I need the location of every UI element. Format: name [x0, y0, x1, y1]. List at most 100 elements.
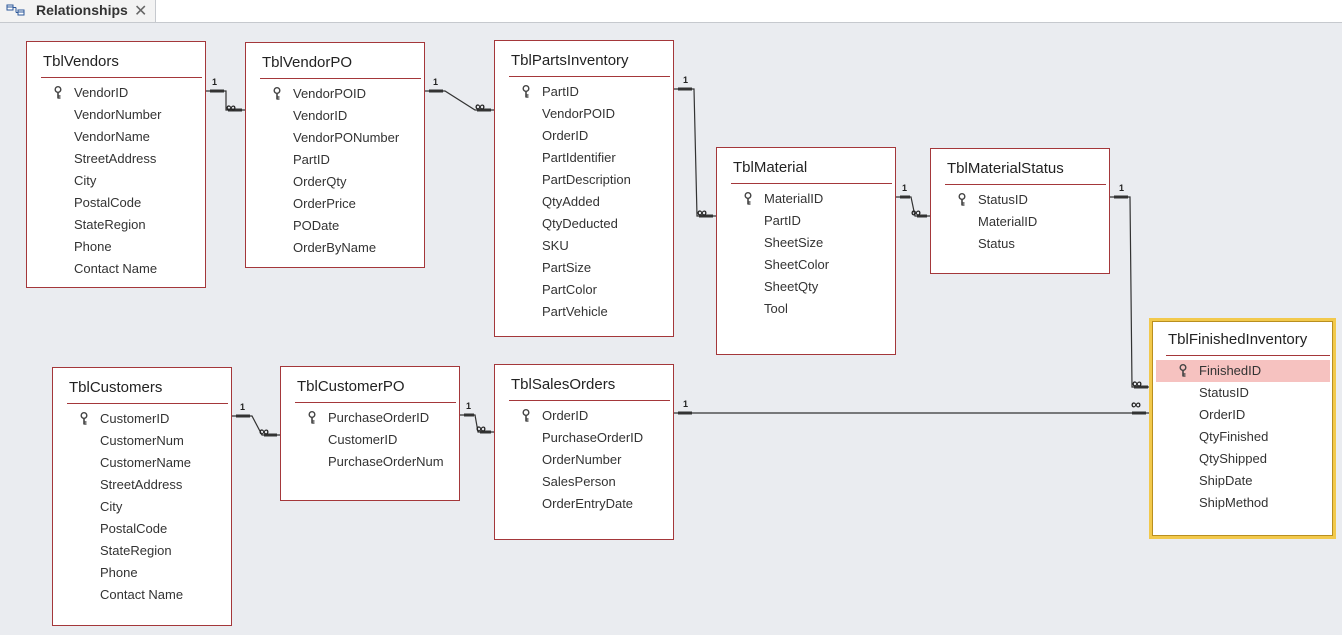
field-customernum[interactable]: CustomerNum [57, 430, 228, 452]
field-partid[interactable]: PartID [721, 210, 892, 232]
field-streetaddress[interactable]: StreetAddress [31, 148, 202, 170]
field-materialid[interactable]: MaterialID [721, 188, 892, 210]
field-city[interactable]: City [31, 170, 202, 192]
field-status[interactable]: Status [935, 233, 1106, 255]
field-statusid[interactable]: StatusID [935, 189, 1106, 211]
field-label: QtyShipped [1199, 451, 1267, 466]
field-vendorpoid[interactable]: VendorPOID [250, 83, 421, 105]
field-label: StateRegion [74, 217, 146, 232]
field-label: CustomerID [100, 411, 170, 426]
field-shipmethod[interactable]: ShipMethod [1156, 492, 1330, 514]
field-stateregion[interactable]: StateRegion [57, 540, 228, 562]
field-customerid[interactable]: CustomerID [285, 429, 456, 451]
field-partdescription[interactable]: PartDescription [499, 169, 670, 191]
field-qtydeducted[interactable]: QtyDeducted [499, 213, 670, 235]
field-vendorponumber[interactable]: VendorPONumber [250, 127, 421, 149]
field-partidentifier[interactable]: PartIdentifier [499, 147, 670, 169]
field-salesperson[interactable]: SalesPerson [499, 471, 670, 493]
field-statusid[interactable]: StatusID [1156, 382, 1330, 404]
field-shipdate[interactable]: ShipDate [1156, 470, 1330, 492]
field-sheetcolor[interactable]: SheetColor [721, 254, 892, 276]
table-title: TblMaterialStatus [947, 160, 1064, 177]
field-orderid[interactable]: OrderID [499, 125, 670, 147]
relationship-one-label: 1 [240, 402, 246, 412]
relationship-many-label: ∞ [1131, 396, 1141, 412]
table-tblpartsinventory[interactable]: TblPartsInventory PartID VendorPOID OrderI… [494, 40, 674, 337]
field-label: Phone [74, 239, 112, 254]
field-purchaseordernum[interactable]: PurchaseOrderNum [285, 451, 456, 473]
field-qtyfinished[interactable]: QtyFinished [1156, 426, 1330, 448]
relationship-line-status-finished [1110, 196, 1152, 388]
table-title: TblPartsInventory [511, 52, 629, 69]
field-label: CustomerID [328, 432, 398, 447]
field-customerid[interactable]: CustomerID [57, 408, 228, 430]
primary-key-icon [522, 85, 530, 98]
field-sheetqty[interactable]: SheetQty [721, 276, 892, 298]
field-finishedid[interactable]: FinishedID [1156, 360, 1330, 382]
field-qtyshipped[interactable]: QtyShipped [1156, 448, 1330, 470]
field-contact-name[interactable]: Contact Name [57, 584, 228, 606]
field-vendorname[interactable]: VendorName [31, 126, 202, 148]
field-partvehicle[interactable]: PartVehicle [499, 301, 670, 323]
field-partid[interactable]: PartID [499, 81, 670, 103]
table-title: TblCustomerPO [297, 378, 405, 395]
field-orderprice[interactable]: OrderPrice [250, 193, 421, 215]
field-vendorid[interactable]: VendorID [250, 105, 421, 127]
field-sku[interactable]: SKU [499, 235, 670, 257]
field-orderid[interactable]: OrderID [1156, 404, 1330, 426]
field-podate[interactable]: PODate [250, 215, 421, 237]
field-partcolor[interactable]: PartColor [499, 279, 670, 301]
field-customername[interactable]: CustomerName [57, 452, 228, 474]
field-vendorpoid[interactable]: VendorPOID [499, 103, 670, 125]
field-ordernumber[interactable]: OrderNumber [499, 449, 670, 471]
relationship-one-label: 1 [683, 399, 689, 409]
field-orderbyname[interactable]: OrderByName [250, 237, 421, 259]
field-label: QtyAdded [542, 194, 600, 209]
field-phone[interactable]: Phone [31, 236, 202, 258]
field-purchaseorderid[interactable]: PurchaseOrderID [499, 427, 670, 449]
field-label: Status [978, 236, 1015, 251]
tab-relationships[interactable]: Relationships ✕ [0, 0, 156, 22]
field-vendornumber[interactable]: VendorNumber [31, 104, 202, 126]
field-materialid[interactable]: MaterialID [935, 211, 1106, 233]
field-vendorid[interactable]: VendorID [31, 82, 202, 104]
close-icon[interactable]: ✕ [134, 3, 148, 20]
field-label: VendorPOID [542, 106, 615, 121]
field-label: PartID [542, 84, 579, 99]
primary-key-icon [522, 409, 530, 422]
field-contact-name[interactable]: Contact Name [31, 258, 202, 280]
field-city[interactable]: City [57, 496, 228, 518]
field-label: ShipDate [1199, 473, 1253, 488]
field-orderentrydate[interactable]: OrderEntryDate [499, 493, 670, 515]
table-title: TblFinishedInventory [1168, 331, 1308, 348]
field-label: Contact Name [74, 261, 158, 276]
divider [509, 76, 670, 77]
field-purchaseorderid[interactable]: PurchaseOrderID [285, 407, 456, 429]
field-postalcode[interactable]: PostalCode [31, 192, 202, 214]
tab-title: Relationships [36, 2, 128, 18]
field-postalcode[interactable]: PostalCode [57, 518, 228, 540]
relationship-many-label: ∞ [226, 99, 236, 115]
field-tool[interactable]: Tool [721, 298, 892, 320]
field-label: PartDescription [542, 172, 631, 187]
field-label: OrderEntryDate [542, 496, 634, 511]
field-qtyadded[interactable]: QtyAdded [499, 191, 670, 213]
field-orderid[interactable]: OrderID [499, 405, 670, 427]
field-phone[interactable]: Phone [57, 562, 228, 584]
field-stateregion[interactable]: StateRegion [31, 214, 202, 236]
field-sheetsize[interactable]: SheetSize [721, 232, 892, 254]
field-orderqty[interactable]: OrderQty [250, 171, 421, 193]
table-tblcustomerpo[interactable]: TblCustomerPO PurchaseOrderID CustomerID P… [280, 366, 460, 501]
field-partsize[interactable]: PartSize [499, 257, 670, 279]
field-partid[interactable]: PartID [250, 149, 421, 171]
field-streetaddress[interactable]: StreetAddress [57, 474, 228, 496]
